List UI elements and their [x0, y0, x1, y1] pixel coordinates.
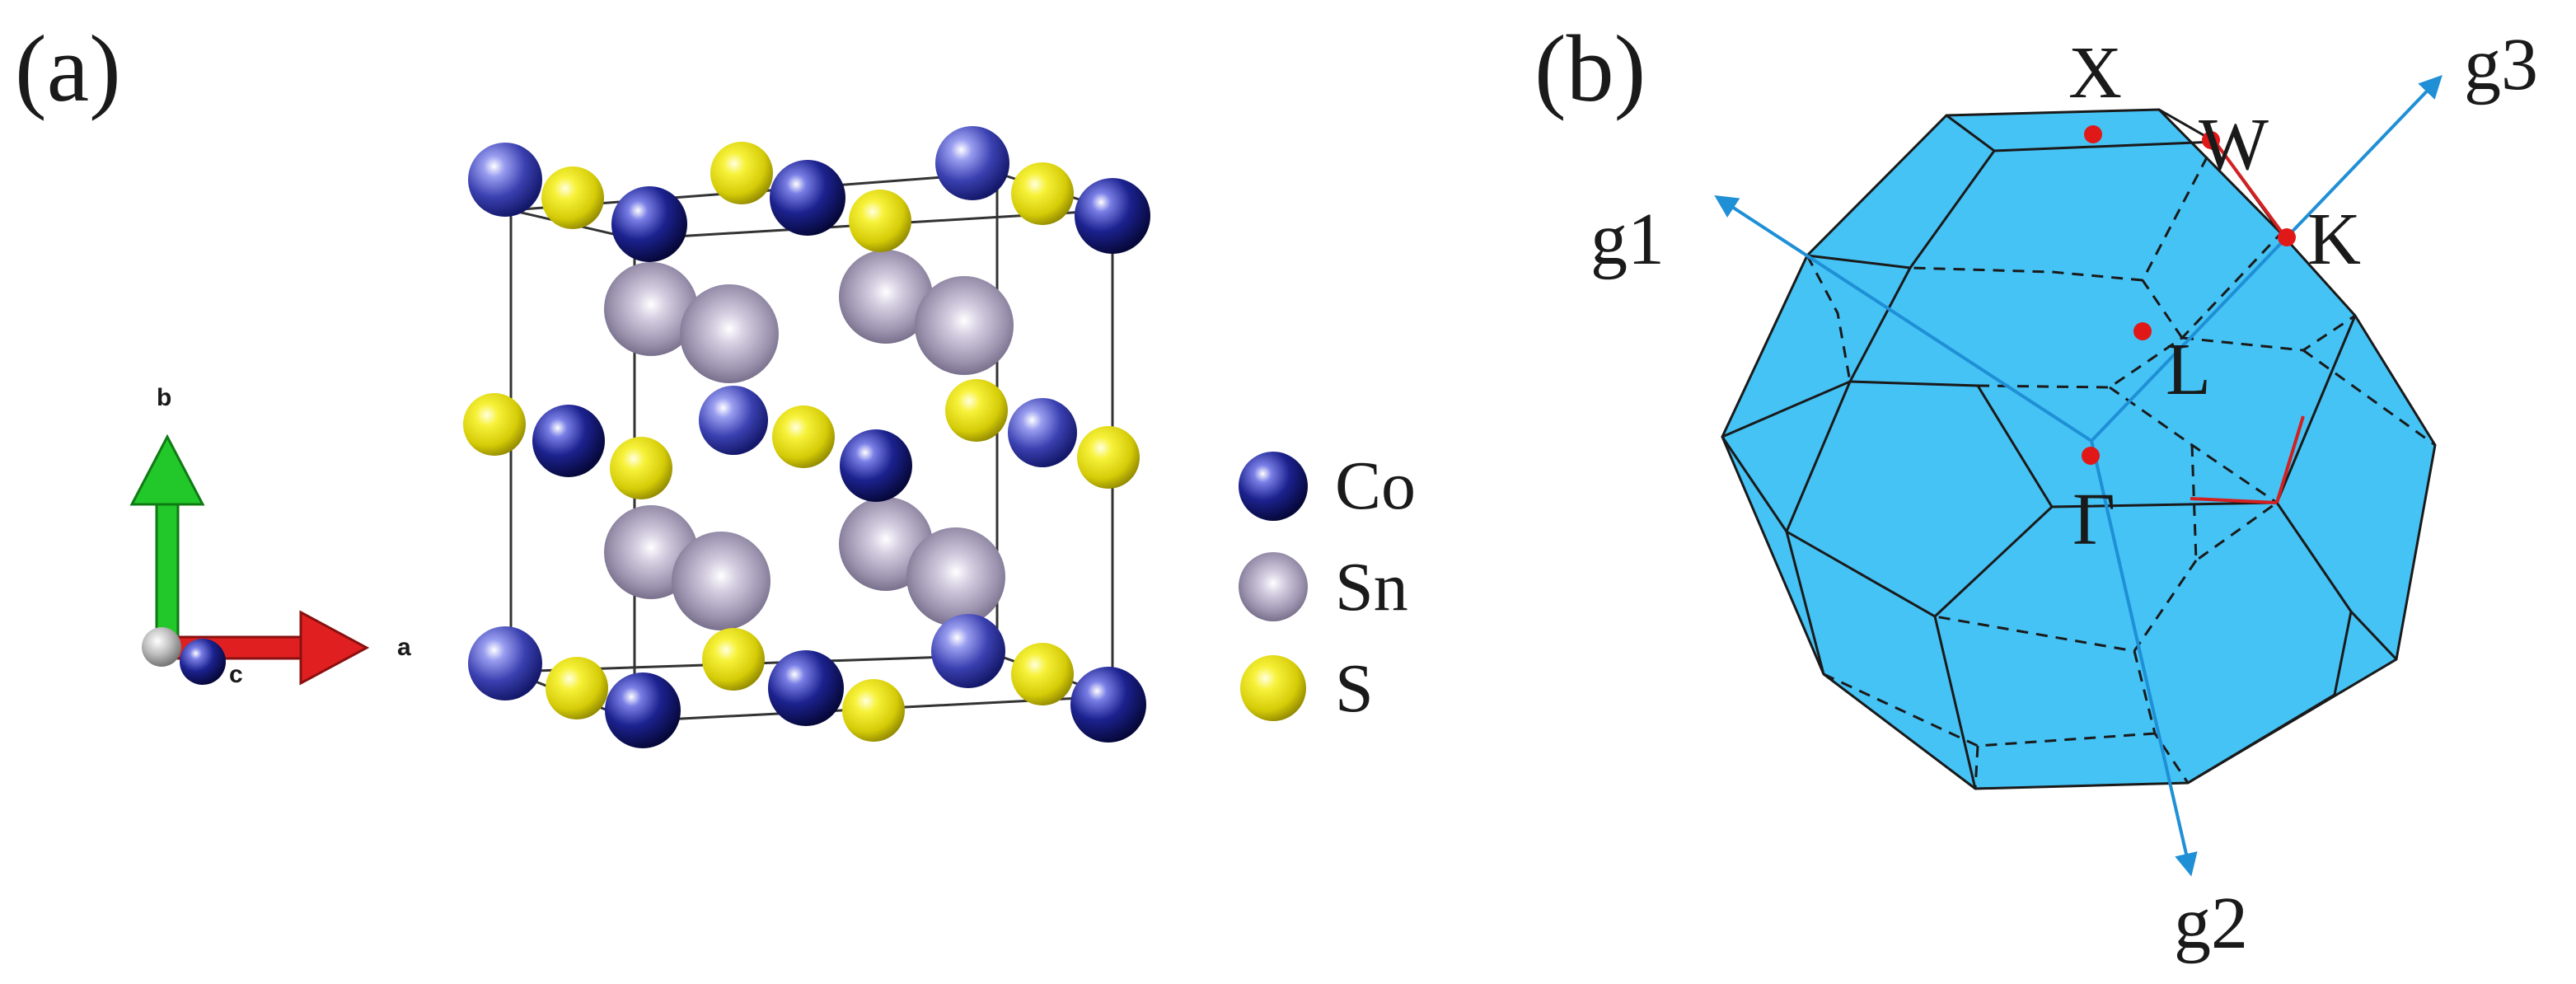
b-axis-arrowhead	[129, 433, 205, 506]
sn-atom	[915, 276, 1014, 375]
point-l	[2133, 322, 2152, 340]
legend-co-swatch	[1239, 452, 1308, 521]
reciprocal-vectors	[1714, 74, 2443, 877]
s-atom	[1011, 162, 1074, 225]
point-labels: X W K L Γ	[2068, 32, 2361, 560]
label-g2: g2	[2174, 883, 2248, 964]
sn-atom	[839, 250, 933, 344]
g1-vector	[1714, 194, 2093, 443]
sn-atom	[680, 284, 779, 383]
label-k: K	[2307, 199, 2361, 280]
s-atom	[945, 379, 1008, 442]
panel-b-label: (b)	[1534, 16, 1646, 122]
s-atom	[541, 166, 604, 229]
co-atom	[1008, 398, 1077, 467]
co-atom	[840, 429, 912, 502]
sn-atom	[604, 262, 698, 356]
s-atom	[463, 393, 526, 456]
sn-atom	[672, 532, 770, 630]
g2-vector	[2090, 440, 2198, 877]
co-atom	[468, 143, 542, 217]
panel-b: (b)	[1534, 16, 2538, 964]
s-atom	[710, 142, 773, 204]
s-atom	[702, 628, 765, 691]
co-atom	[768, 650, 844, 726]
label-w: W	[2199, 104, 2269, 185]
legend-co-label: Co	[1335, 447, 1416, 524]
panel-a-label: (a)	[15, 16, 121, 122]
a-axis-arrowhead	[299, 610, 370, 686]
axis-triad: b a c	[129, 384, 411, 688]
co-atom	[699, 386, 768, 455]
legend-s-swatch	[1240, 655, 1306, 721]
vector-labels: g1 g2 g3	[1590, 24, 2538, 964]
origin-sphere	[142, 627, 181, 667]
co-atom	[1070, 667, 1146, 743]
panel-a: (a) b a c	[15, 16, 1416, 748]
c-axis-label: c	[229, 661, 243, 688]
s-atom	[610, 437, 672, 499]
element-legend: Co Sn S	[1239, 447, 1416, 727]
b-axis-label: b	[157, 384, 171, 411]
a-axis-label: a	[397, 634, 411, 661]
s-atom	[1011, 643, 1074, 705]
label-g3: g3	[2464, 24, 2538, 105]
s-atom	[546, 657, 608, 719]
c-axis-sphere	[180, 639, 226, 685]
high-symmetry-path	[2190, 140, 2305, 504]
co-atom	[605, 672, 681, 748]
point-gamma	[2082, 447, 2100, 465]
co-atom	[468, 626, 542, 701]
co-atom	[931, 614, 1005, 688]
legend-sn-swatch	[1239, 552, 1308, 621]
s-atom	[842, 679, 905, 742]
s-atom	[849, 190, 911, 252]
co-atom	[611, 186, 687, 262]
high-symmetry-points	[2082, 125, 2296, 465]
point-k	[2278, 228, 2296, 246]
point-x	[2084, 125, 2102, 143]
sn-atom	[906, 527, 1005, 626]
co-atom	[532, 405, 605, 477]
label-gamma: Γ	[2073, 479, 2115, 560]
legend-s-label: S	[1335, 650, 1374, 727]
point-w	[2202, 131, 2220, 149]
label-x: X	[2068, 32, 2122, 114]
s-atom	[772, 405, 835, 468]
co-atom	[770, 160, 845, 236]
co-atom	[935, 126, 1009, 200]
b-axis-arrow	[155, 501, 180, 644]
g3-vector	[2090, 74, 2443, 443]
s-atom	[1077, 426, 1140, 489]
label-g1: g1	[1590, 199, 1665, 280]
legend-sn-label: Sn	[1335, 549, 1408, 626]
label-l: L	[2166, 329, 2211, 410]
crystal-atoms	[463, 126, 1150, 748]
co-atom	[1075, 178, 1150, 254]
zone-hidden-edges	[1806, 141, 2436, 790]
